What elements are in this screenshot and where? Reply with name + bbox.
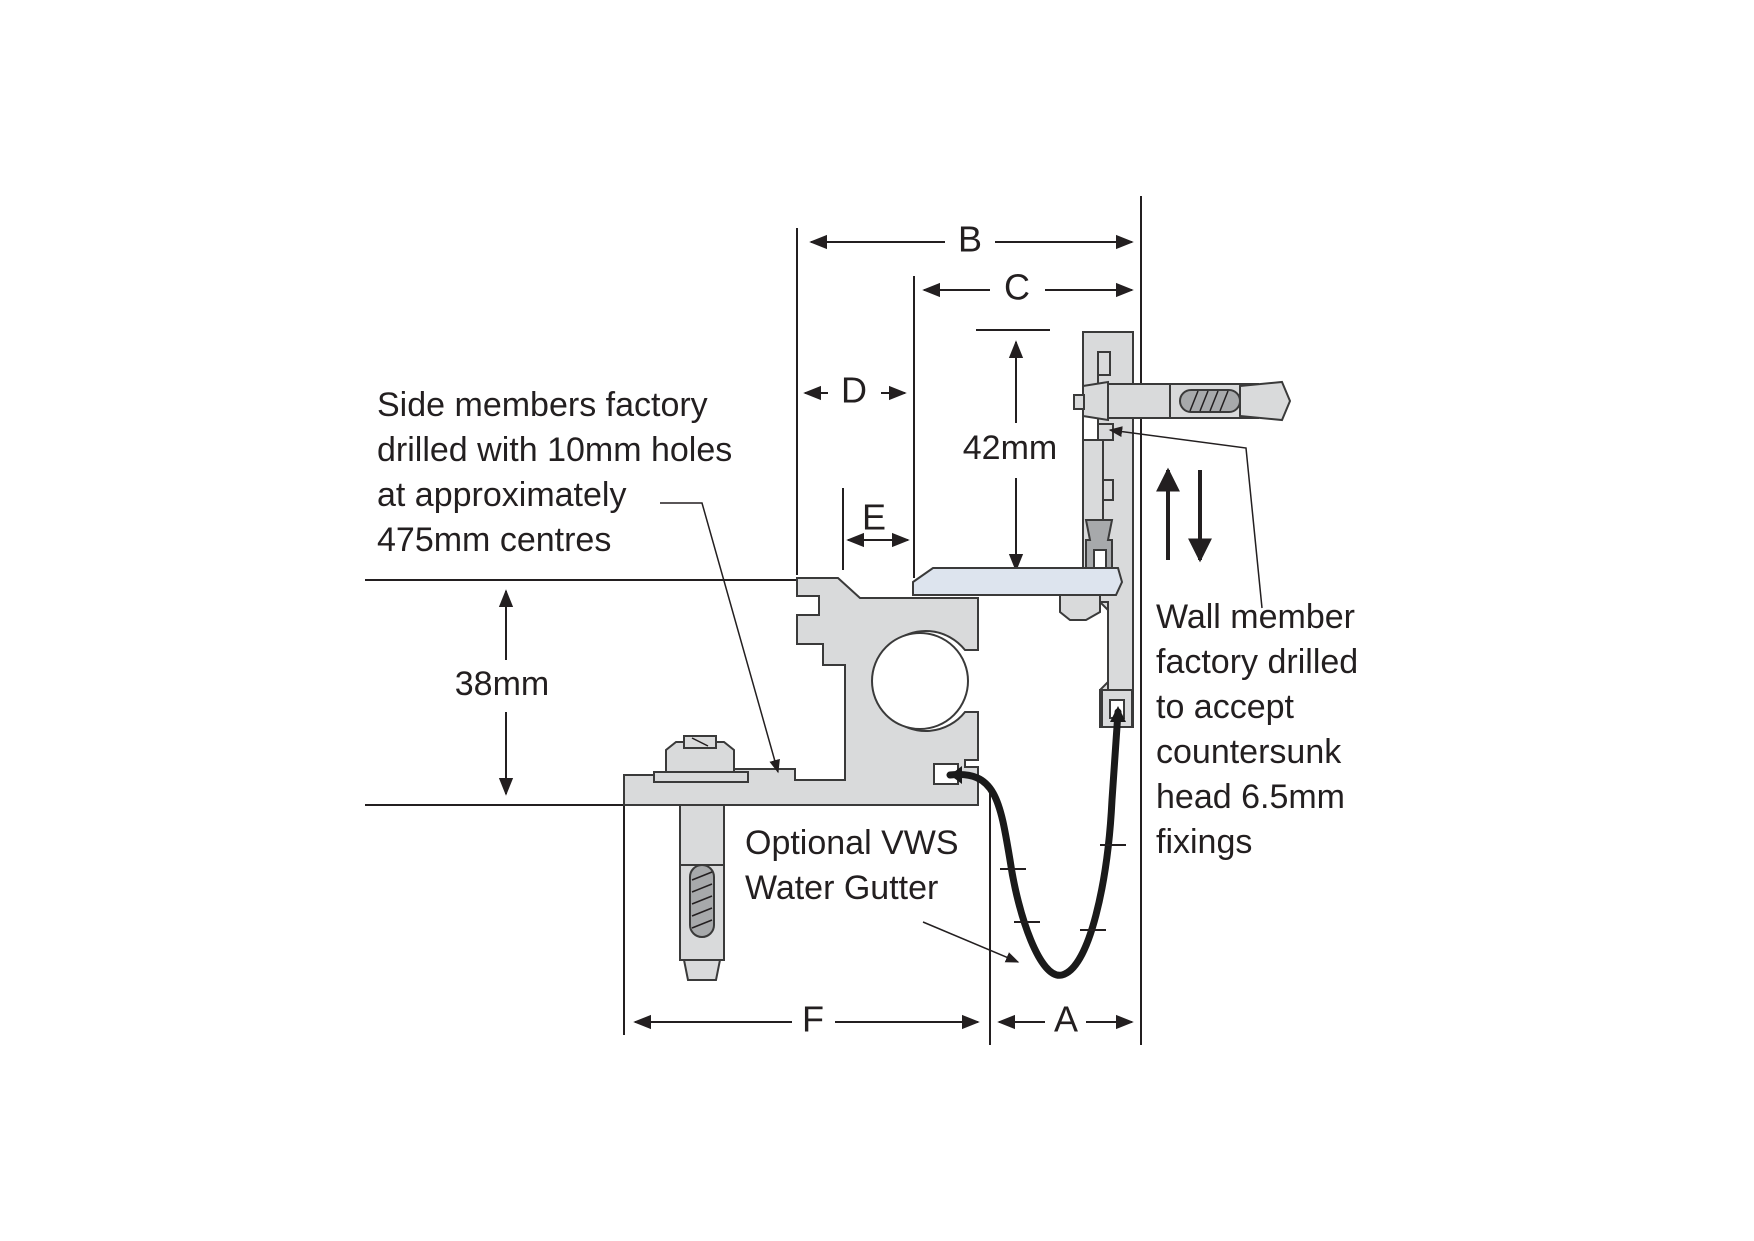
dimension-e-label: E <box>862 497 886 538</box>
water-gutter <box>946 706 1126 979</box>
leader-lines <box>660 426 1263 963</box>
note-side-members: Side members factory drilled with 10mm h… <box>377 386 732 559</box>
note-wall-member-line-2: factory drilled <box>1156 643 1358 681</box>
dimension-c-label: C <box>1004 267 1030 308</box>
base-anchor-bolt <box>653 735 749 981</box>
dimension-f-label: F <box>802 999 824 1040</box>
dimension-d-label: D <box>841 370 867 411</box>
dimension-arrows <box>498 234 1134 1030</box>
dimension-b-label: B <box>958 219 982 260</box>
tread-nosing <box>912 567 1124 621</box>
note-side-members-line-2: drilled with 10mm holes <box>377 431 732 469</box>
note-wall-member: Wall member factory drilled to accept co… <box>1156 598 1358 861</box>
note-gutter: Optional VWS Water Gutter <box>745 824 959 907</box>
note-gutter-line-2: Water Gutter <box>745 869 938 907</box>
note-wall-member-line-6: fixings <box>1156 823 1252 861</box>
height-38mm-label: 38mm <box>455 665 549 703</box>
note-side-members-line-4: 475mm centres <box>377 521 611 559</box>
side-member-profile <box>623 577 979 806</box>
note-side-members-line-3: at approximately <box>377 476 626 514</box>
note-gutter-line-1: Optional VWS <box>745 824 959 862</box>
dimension-a-label: A <box>1054 999 1078 1040</box>
note-wall-member-line-3: to accept <box>1156 688 1295 726</box>
reference-lines <box>365 196 1142 1045</box>
note-wall-member-line-4: countersunk <box>1156 733 1342 771</box>
note-wall-member-line-1: Wall member <box>1156 598 1355 636</box>
wall-anchor-bolt <box>1073 380 1292 422</box>
height-42mm-label: 42mm <box>963 429 1057 467</box>
note-side-members-line-1: Side members factory <box>377 386 708 424</box>
note-wall-member-line-5: head 6.5mm <box>1156 778 1345 816</box>
movement-arrows <box>1156 467 1212 563</box>
